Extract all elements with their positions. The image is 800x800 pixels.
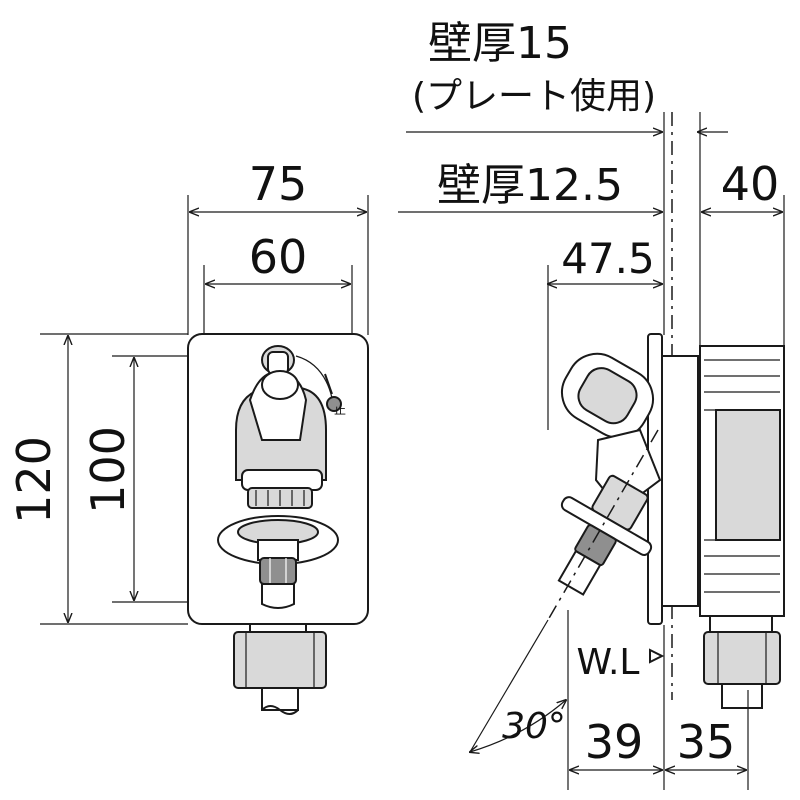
dim-height-inner: 100 [81, 426, 135, 514]
pipe-connector-front [233, 623, 327, 715]
projection-label: 47.5 [561, 234, 655, 283]
side-view: 壁厚15 (プレート使用) 壁厚12.5 40 47.5 [398, 18, 785, 790]
water-level-marker [649, 648, 665, 664]
angle-arc [470, 700, 566, 752]
wall-thickness-plate-label: 壁厚15 [428, 18, 572, 69]
outlet-offset-label: 39 [585, 715, 644, 769]
mounting-box [699, 345, 785, 709]
dim-height-outer: 120 [7, 436, 61, 524]
box-depth-label: 40 [721, 157, 780, 211]
wall-thickness-plate-note: (プレート使用) [412, 76, 656, 117]
dim-width-inner: 60 [249, 230, 308, 284]
front-view: 75 60 120 100 止 [7, 157, 369, 715]
angle-label: 30° [502, 706, 566, 747]
dim-width-outer: 75 [249, 157, 308, 211]
wall-thickness-label: 壁厚12.5 [437, 160, 623, 211]
faucet-side [547, 352, 662, 621]
stop-mark: 止 [334, 403, 346, 417]
box-offset-label: 35 [677, 715, 736, 769]
faucet-front: 止 [217, 345, 346, 609]
water-level-label: W.L [577, 642, 640, 683]
